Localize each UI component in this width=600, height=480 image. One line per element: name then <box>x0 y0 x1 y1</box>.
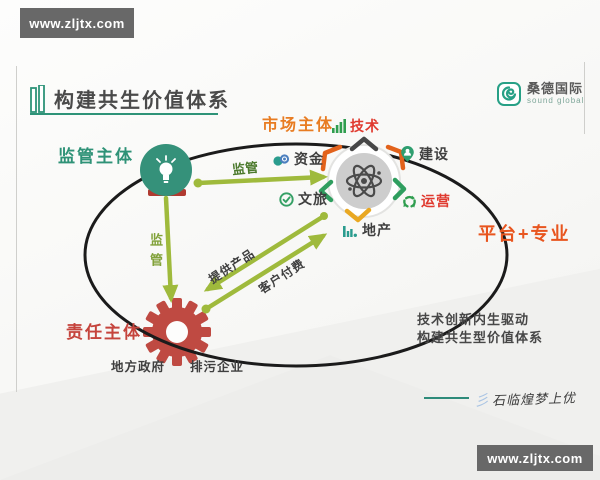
chevron-up-icon <box>349 136 379 152</box>
hub-item-label: 运营 <box>421 193 451 209</box>
coins-icon <box>273 153 290 166</box>
arrow-provide-products <box>203 213 327 292</box>
page-title: 构建共生价值体系 <box>54 90 230 112</box>
hub-item-label: 地产 <box>362 222 392 238</box>
flow-label-supervise-v: 监管 <box>148 233 163 273</box>
bracket-top-right-icon <box>385 144 406 171</box>
arrow-customer-pay <box>203 233 328 312</box>
actor-market-label: 市场主体 <box>262 117 335 134</box>
hub-item-operation: 运营 <box>402 191 451 211</box>
builder-pin-icon <box>400 146 415 162</box>
right-frame-line <box>584 62 585 134</box>
hub-item-label: 建设 <box>419 146 449 162</box>
bar-chart-icon <box>332 119 346 133</box>
responsible-child-government: 地方政府 <box>111 360 166 374</box>
arrow-dot <box>201 304 211 314</box>
logo-name: 桑德国际 <box>527 81 584 97</box>
chevron-right-icon <box>392 177 407 201</box>
arrow-supervise-responsible <box>162 195 179 303</box>
watermark-bottom: www.zljtx.com <box>477 445 593 471</box>
lightbulb-icon <box>140 144 192 196</box>
logo-subtitle: sound global <box>527 95 585 105</box>
city-bars-icon <box>343 224 358 237</box>
hub-item-technology: 技术 <box>332 116 380 136</box>
swirl-logo-icon <box>497 82 521 106</box>
page-title-row: 构建共生价值体系 <box>30 84 230 113</box>
right-text-line2: 构建共生型价值体系 <box>417 330 544 345</box>
bracket-top-left-icon <box>320 144 343 172</box>
flow-label-supervise-h: 监管 <box>231 159 259 178</box>
gear-icon <box>143 298 211 366</box>
signature-rule <box>424 397 469 399</box>
hub-item-label: 文旅 <box>298 191 328 207</box>
arrow-dot <box>193 178 203 188</box>
responsible-child-polluter: 排污企业 <box>190 360 245 374</box>
check-badge-icon <box>279 191 294 207</box>
double-bars-icon <box>30 85 46 113</box>
signature-text: 石临煌梦上优 <box>491 391 577 410</box>
slogan-platform-professional: 平台+专业 <box>478 224 571 244</box>
company-logo: 桑德国际 sound global <box>497 82 584 106</box>
right-text-line1: 技术创新内生驱动 <box>417 312 530 327</box>
hub-item-culture-tourism: 文旅 <box>279 189 328 209</box>
recycle-icon <box>402 194 417 209</box>
hub-item-construction: 建设 <box>400 144 449 164</box>
arrow-supervise-market <box>195 169 328 186</box>
hub-item-realestate: 地产 <box>343 220 392 240</box>
watermark-top: www.zljtx.com <box>20 8 134 38</box>
chevron-down-icon <box>344 207 372 223</box>
right-text-block: 技术创新内生驱动 构建共生型价值体系 <box>417 311 543 347</box>
hub-item-label: 资金 <box>294 151 324 167</box>
signature: 彡 石临煌梦上优 <box>474 386 577 411</box>
arrow-dot <box>320 212 328 220</box>
atom-icon <box>345 164 383 198</box>
signature-flourish-icon: 彡 <box>473 391 490 410</box>
ellipse-orbit <box>83 142 509 368</box>
hub-item-capital: 资金 <box>273 149 324 169</box>
left-frame-line <box>16 66 17 392</box>
title-underline <box>30 113 218 115</box>
actor-regulator-label: 监管主体 <box>58 147 134 166</box>
atom-hub <box>327 144 401 218</box>
actor-responsible-label: 责任主体 <box>66 323 142 342</box>
hub-item-label: 技术 <box>350 118 380 134</box>
